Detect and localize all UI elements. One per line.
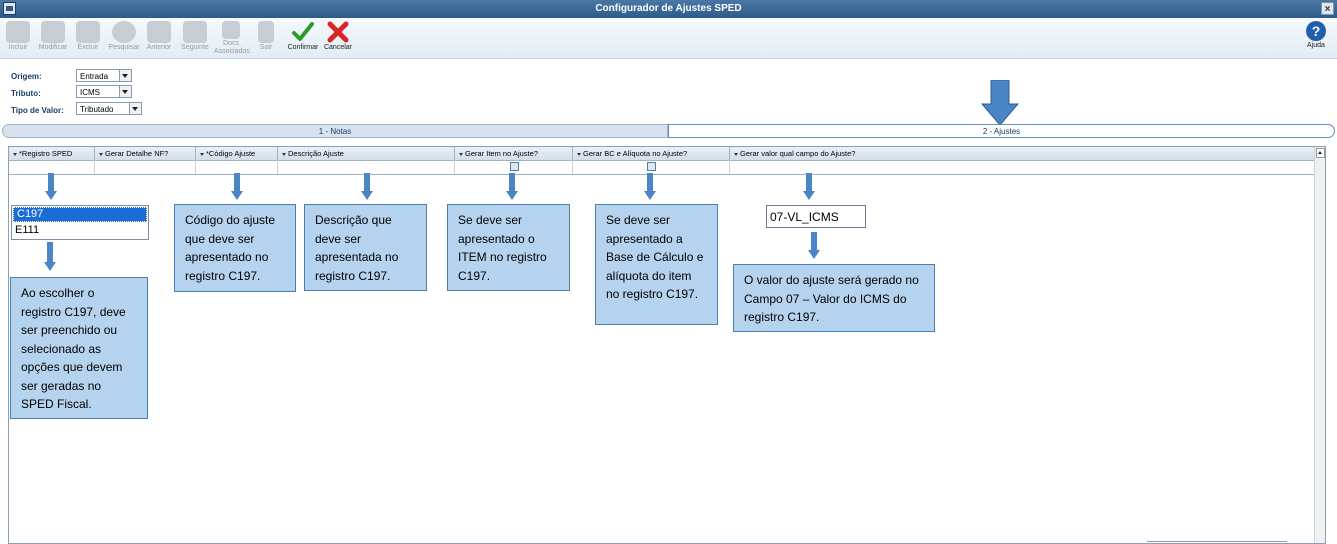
col-descricao-ajuste[interactable]: Descrição Ajuste xyxy=(278,147,455,160)
arrow-down-icon xyxy=(803,173,815,200)
arrow-down-icon xyxy=(231,173,243,200)
gerar-bc-checkbox[interactable] xyxy=(647,162,656,171)
table-row[interactable] xyxy=(9,160,1315,175)
add-icon xyxy=(6,21,30,43)
col-gerar-detalhe[interactable]: Gerar Detalhe NF? xyxy=(95,147,196,160)
arrow-down-icon xyxy=(981,80,1019,126)
anterior-label: Anterior xyxy=(146,44,172,51)
cancelar-button[interactable]: Cancelar xyxy=(321,21,355,52)
modificar-label: Modificar xyxy=(38,44,68,51)
sair-button[interactable]: Sair xyxy=(249,21,283,52)
tributo-value: ICMS xyxy=(80,88,100,97)
tributo-label: Tributo: xyxy=(11,89,41,98)
confirmar-label: Confirmar xyxy=(287,44,319,51)
checkmark-icon xyxy=(291,21,315,43)
origem-value: Entrada xyxy=(80,72,109,81)
help-icon: ? xyxy=(1306,21,1326,41)
sair-label: Sair xyxy=(259,44,273,51)
callout-descricao: Descrição que deve ser apresentada no re… xyxy=(304,204,427,291)
callout-item: Se deve ser apresentado o ITEM no regist… xyxy=(447,204,570,291)
docs-label-line2: Associados xyxy=(214,48,250,55)
close-button[interactable]: × xyxy=(1321,2,1334,15)
anterior-button[interactable]: Anterior xyxy=(142,21,176,52)
arrow-down-icon xyxy=(644,173,656,200)
seguinte-button[interactable]: Seguinte xyxy=(178,21,212,52)
toolbar: Incluir Modificar Excluir Pesquisar Ante… xyxy=(0,18,1337,59)
registro-options-list[interactable]: C197 E111 xyxy=(11,205,149,240)
incluir-button[interactable]: Incluir xyxy=(1,21,35,52)
gerar-item-checkbox[interactable] xyxy=(510,162,519,171)
cell-gerar-detalhe[interactable] xyxy=(95,160,196,174)
col-registro-sped[interactable]: *Registro SPED xyxy=(9,147,95,160)
divider xyxy=(1147,541,1287,542)
excluir-label: Excluir xyxy=(77,44,99,51)
option-e111[interactable]: E111 xyxy=(15,224,40,236)
modificar-button[interactable]: Modificar xyxy=(36,21,70,52)
arrow-down-icon xyxy=(45,173,57,200)
cell-codigo[interactable] xyxy=(196,160,278,174)
callout-registro: Ao escolher o registro C197, deve ser pr… xyxy=(10,277,148,419)
cell-registro[interactable] xyxy=(9,160,95,174)
campo-valor-field[interactable]: 07-VL_ICMS xyxy=(766,205,866,228)
incluir-label: Incluir xyxy=(8,44,28,51)
window-title: Configurador de Ajustes SPED xyxy=(595,3,742,14)
col-gerar-valor[interactable]: Gerar valor qual campo do Ajuste? xyxy=(730,147,1315,160)
search-icon xyxy=(112,21,136,43)
docs-label-line1: Docs xyxy=(223,40,239,47)
col-gerar-item[interactable]: Gerar Item no Ajuste? xyxy=(455,147,573,160)
edit-icon xyxy=(41,21,65,43)
title-bar: Configurador de Ajustes SPED × xyxy=(0,0,1337,18)
arrow-down-icon xyxy=(44,242,56,271)
vertical-scrollbar[interactable] xyxy=(1314,147,1325,543)
docs-associados-button[interactable]: Docs Associados xyxy=(214,21,250,56)
callout-bc: Se deve ser apresentado a Base de Cálcul… xyxy=(595,204,718,325)
tipo-valor-value: Tributado xyxy=(80,105,114,114)
callout-codigo: Código do ajuste que deve ser apresentad… xyxy=(174,204,296,292)
chevron-down-icon[interactable] xyxy=(119,86,131,97)
callout-valor: O valor do ajuste será gerado no Campo 0… xyxy=(733,264,935,332)
chevron-down-icon[interactable] xyxy=(119,70,131,81)
excluir-button[interactable]: Excluir xyxy=(71,21,105,52)
pesquisar-label: Pesquisar xyxy=(108,44,140,51)
tab-notas[interactable]: 1 - Notas xyxy=(2,124,668,138)
arrow-right-icon xyxy=(183,21,207,43)
cell-gerar-bc[interactable] xyxy=(573,160,730,174)
tab-ajustes[interactable]: 2 - Ajustes xyxy=(668,124,1335,138)
document-icon xyxy=(222,21,240,39)
pesquisar-button[interactable]: Pesquisar xyxy=(107,21,141,52)
ajuda-label: Ajuda xyxy=(1307,42,1325,49)
trash-icon xyxy=(76,21,100,43)
origem-label: Origem: xyxy=(11,72,42,81)
arrow-left-icon xyxy=(147,21,171,43)
scroll-up-icon[interactable] xyxy=(1316,148,1325,158)
grid-header: *Registro SPED Gerar Detalhe NF? *Código… xyxy=(9,147,1315,161)
cell-gerar-valor[interactable] xyxy=(730,160,1315,174)
tributo-select[interactable]: ICMS xyxy=(76,85,132,98)
cancel-x-icon xyxy=(326,21,350,43)
col-codigo-ajuste[interactable]: *Código Ajuste xyxy=(196,147,278,160)
option-c197[interactable]: C197 xyxy=(13,207,147,222)
exit-door-icon xyxy=(258,21,274,43)
arrow-down-icon xyxy=(506,173,518,200)
seguinte-label: Seguinte xyxy=(181,44,209,51)
ajuda-button[interactable]: ? Ajuda xyxy=(1299,21,1333,50)
tipo-valor-select[interactable]: Tributado xyxy=(76,102,142,115)
cell-gerar-item[interactable] xyxy=(455,160,573,174)
origem-select[interactable]: Entrada xyxy=(76,69,132,82)
app-icon xyxy=(3,2,16,15)
arrow-down-icon xyxy=(361,173,373,200)
tipo-valor-label: Tipo de Valor: xyxy=(11,106,64,115)
cancelar-label: Cancelar xyxy=(323,44,352,51)
col-gerar-bc[interactable]: Gerar BC e Alíquota no Ajuste? xyxy=(573,147,730,160)
arrow-down-icon xyxy=(808,232,820,259)
chevron-down-icon[interactable] xyxy=(129,103,141,114)
cell-descricao[interactable] xyxy=(278,160,455,174)
confirmar-button[interactable]: Confirmar xyxy=(286,21,320,52)
